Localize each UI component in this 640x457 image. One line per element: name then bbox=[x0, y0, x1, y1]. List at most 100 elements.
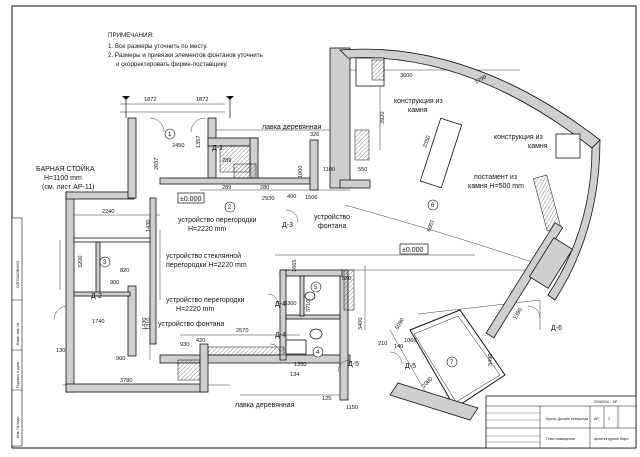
title-code: 2006/02А - АР bbox=[594, 400, 618, 404]
level-marks: ±0.000 ±0.000 bbox=[177, 192, 429, 255]
notes-block: ПРИМЕЧАНИЯ: 1. Все размеры уточнить по м… bbox=[108, 32, 263, 68]
label-bar-height: Н=1100 mm bbox=[44, 175, 82, 182]
label-fountain-mid-a: устройство bbox=[314, 213, 350, 221]
dim-3300: 3300 bbox=[284, 301, 296, 307]
wall-vestibule-west bbox=[127, 117, 137, 199]
room-2-number: 2 bbox=[228, 205, 232, 211]
dim-2570: 2570 bbox=[236, 328, 248, 334]
door-d1: Д-1 bbox=[212, 145, 223, 152]
dim-289-b: 289 bbox=[222, 185, 231, 191]
dim-140: 140 bbox=[394, 344, 403, 350]
title-block: 2006/02А - АР Кухня: Дизайн интерьера Пл… bbox=[485, 395, 637, 449]
dim-130: 130 bbox=[56, 348, 65, 354]
title-sheet-name: План помещения bbox=[546, 437, 575, 441]
door-arcs bbox=[53, 117, 541, 373]
dim-1430-b: 1430 bbox=[142, 318, 148, 330]
wall-north-block-base bbox=[339, 179, 371, 189]
left-stamp-strip bbox=[11, 217, 23, 447]
notes-line-1: 1. Все размеры уточнить по месту. bbox=[108, 43, 208, 50]
label-bench-top: лавка деревянная bbox=[262, 124, 322, 131]
dim-210: 210 bbox=[378, 341, 387, 347]
stone-hatch-1 bbox=[371, 59, 385, 81]
room-3-number: 3 bbox=[103, 260, 107, 266]
door-d4-lower: Д-4 bbox=[275, 332, 286, 339]
partition-bar-3 bbox=[73, 291, 131, 297]
dim-1872-a: 1872 bbox=[144, 97, 156, 103]
title-sheet-number: 3 bbox=[608, 417, 610, 421]
stamp-approved: СОГЛАСОВАНО bbox=[16, 261, 20, 288]
dim-900-a: 900 bbox=[110, 280, 119, 286]
door-d2: Д-2 bbox=[91, 293, 102, 300]
dim-1872-b: 1872 bbox=[196, 97, 208, 103]
label-partition-2a: устройство перегородки bbox=[166, 296, 245, 304]
label-glass-a: устройство стеклянной bbox=[166, 252, 241, 260]
partition-hall-west bbox=[149, 197, 157, 345]
dim-1790: 1790 bbox=[474, 74, 488, 85]
label-glass-b: перегородки Н=2220 mm bbox=[166, 262, 247, 269]
dim-1310: 1310 bbox=[146, 318, 152, 330]
dim-1506: 1506 bbox=[305, 195, 317, 201]
door-d6: Д-6 bbox=[551, 325, 562, 332]
dim-930: 930 bbox=[180, 342, 189, 348]
label-bar-ref: (см. лист АР-11) bbox=[42, 184, 94, 191]
dim-1060: 1060 bbox=[404, 338, 416, 344]
level-mark-center: ±0.000 bbox=[402, 247, 423, 254]
dim-1740: 1740 bbox=[92, 319, 104, 325]
notes-line-2: 2. Размеры и привязки элементов фонтанов… bbox=[108, 52, 263, 59]
dim-134: 134 bbox=[290, 372, 299, 378]
label-fountain-low: устройство фонтана bbox=[158, 320, 224, 328]
dim-420: 420 bbox=[196, 338, 205, 344]
stone-pedestal bbox=[419, 117, 463, 189]
counter-hatch-4 bbox=[177, 359, 201, 381]
dim-326: 326 bbox=[310, 132, 319, 138]
dim-2350: 2350 bbox=[422, 135, 432, 149]
partition-bar-1 bbox=[95, 241, 101, 295]
stone-construction-2 bbox=[555, 133, 581, 159]
dim-1430-a: 1430 bbox=[146, 220, 152, 232]
label-partition-2b: Н=2220 mm bbox=[176, 306, 214, 313]
notes-title: ПРИМЕЧАНИЯ: bbox=[108, 32, 154, 39]
label-bar-title: БАРНАЯ СТОЙКА bbox=[36, 164, 95, 173]
wall-south-step bbox=[199, 343, 209, 393]
room-1-number: 1 bbox=[168, 132, 172, 138]
title-organization: Архитектурное бюро bbox=[594, 437, 629, 441]
wall-hall-north bbox=[159, 177, 311, 185]
dim-3400: 3400 bbox=[358, 318, 364, 330]
dim-1100: 1100 bbox=[323, 167, 335, 173]
dim-550-a: 550 bbox=[358, 167, 367, 173]
door-d5-left: Д-5 bbox=[348, 361, 359, 368]
stamp-inv-original: Инв. № подл. bbox=[16, 416, 20, 438]
dim-400: 400 bbox=[287, 194, 296, 200]
counter-hatch-2 bbox=[354, 129, 370, 161]
label-pedestal-b: камня Н=500 mm bbox=[468, 183, 524, 190]
label-pedestal-a: постамент из bbox=[474, 174, 517, 181]
dim-3710: 3710 bbox=[306, 300, 312, 312]
door-d5-right: Д-5 bbox=[405, 363, 416, 370]
walls bbox=[65, 47, 601, 421]
dim-550-b: 550 bbox=[342, 276, 351, 282]
room-5-number: 5 bbox=[314, 285, 318, 291]
dim-3200: 3200 bbox=[78, 256, 84, 268]
counter-hatch-3 bbox=[343, 269, 355, 311]
glass-partition bbox=[73, 237, 155, 243]
wall-wc-divider bbox=[299, 275, 305, 317]
dim-2657: 2657 bbox=[154, 158, 160, 170]
room-7-number: 7 bbox=[450, 360, 454, 366]
wall-wc-north bbox=[279, 269, 343, 277]
dim-2240: 2240 bbox=[102, 209, 114, 215]
room-markers: 1 2 3 4 5 6 7 bbox=[99, 128, 458, 368]
wall-diagonal-east bbox=[485, 222, 564, 339]
partition-bar-2 bbox=[127, 285, 137, 357]
dim-3490: 3490 bbox=[488, 354, 494, 366]
wall-room-7-south bbox=[389, 382, 479, 421]
wall-curved-east bbox=[547, 139, 601, 301]
wc-fixture-3 bbox=[285, 339, 307, 355]
dim-1665: 1665 bbox=[292, 260, 298, 272]
door-labels: Д-1 Д-2 Д-3 Д-4 Д-4 Д-5 Д-5 Д-6 bbox=[91, 145, 562, 370]
door-d3: Д-3 bbox=[282, 222, 293, 229]
label-stone-2a: конструкция из bbox=[494, 134, 543, 141]
dim-2930: 2930 bbox=[262, 196, 274, 202]
wall-wc-mid bbox=[285, 314, 341, 320]
room-4-number: 4 bbox=[316, 350, 320, 356]
dim-6001: 6001 bbox=[426, 219, 436, 233]
